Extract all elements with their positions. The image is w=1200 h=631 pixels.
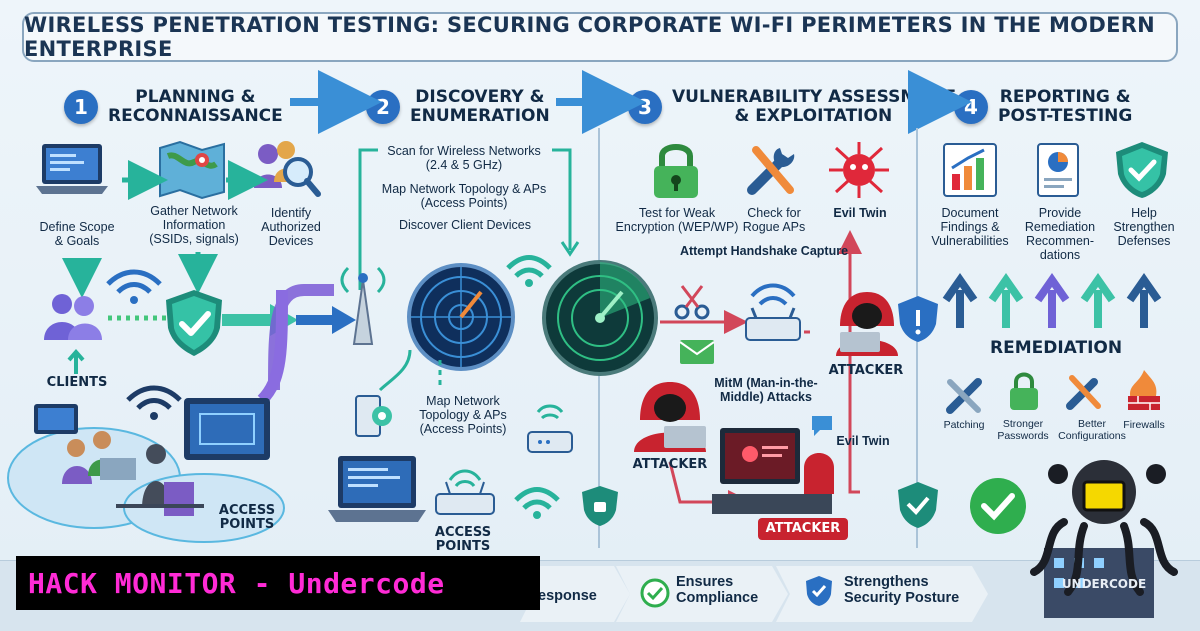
benefit-response-label: esponse [538,588,597,604]
patching-icon [946,378,982,414]
configs-label: Better Configurations [1058,418,1126,442]
handshake-label: Attempt Handshake Capture [679,244,849,258]
page-title: WIRELESS PENETRATION TESTING: SECURING C… [24,13,1156,61]
phase-2-header: 2 DISCOVERY & ENUMERATION [366,88,550,126]
document-findings-label: Document Findings & Vulnerabilities [931,206,1009,248]
people-search-icon [254,141,321,197]
attacker-badge [758,518,848,540]
hacker-icon-2 [634,382,706,452]
mitm-label: MitM (Man-in-the- Middle) Attacks [714,376,818,404]
document-icon [1037,143,1079,197]
envelope-icon [679,340,715,364]
hacker-icon [836,292,898,356]
firewalls-label: Firewalls [1123,419,1165,431]
attack-workstation [712,428,834,514]
router-icon [435,469,495,515]
access-points-2-label: ACCESS POINTS [434,525,492,554]
message-icon [812,416,832,436]
patching-label: Patching [943,419,985,431]
firewall-icon [1128,370,1160,410]
phase2-lower-connectors [378,349,442,392]
map-topology-2-label: Map Network Topology & APs (Access Point… [419,394,507,436]
remediation-title: REMEDIATION [990,338,1123,358]
phase-1-header: 1 PLANNING & RECONNAISSANCE [64,88,283,126]
evil-twin-2-label: Evil Twin [836,434,890,448]
gather-info-label: Gather Network Information (SSIDs, signa… [149,204,239,246]
lock-icon-2 [1010,372,1038,410]
clients-label: CLIENTS [46,375,108,390]
wifi-icon-2 [126,385,182,420]
shield-check-icon-2 [1116,142,1168,198]
router-icon-small [527,404,573,453]
map-topology-label: Map Network Topology & APs (Access Point… [381,182,547,210]
office-scene [7,398,285,543]
scissors-icon [674,285,710,320]
rogue-aps-label: Check for Rogue APs [742,206,806,234]
phase-1-title: PLANNING & RECONNAISSANCE [108,87,283,126]
virus-icon [829,142,889,198]
phase4-up-arrows [942,273,1162,328]
shield-check-icon-3 [806,576,832,606]
phase-2-title: DISCOVERY & ENUMERATION [410,87,550,126]
users-icon [44,294,102,340]
banner-text: HACK MONITOR - Undercode [28,566,445,600]
attacker-3-label: ATTACKER [765,521,841,536]
access-points-label: ACCESS POINTS [218,503,276,532]
shield-icon-phase4 [898,482,938,528]
strengthen-label: Help Strengthen Defenses [1113,206,1175,248]
tools-icon [747,146,795,195]
chart-icon [943,143,997,197]
map-icon [159,140,225,200]
hack-monitor-banner: HACK MONITOR - Undercode [16,556,540,610]
radar-icon [407,263,515,371]
passwords-label: Stronger Passwords [997,418,1049,442]
attacker-2-label: ATTACKER [632,457,708,472]
shield-icon-phase3 [898,296,938,342]
remediation-recs-label: Provide Remediation Recommen- dations [1024,206,1096,262]
identify-devices-label: Identify Authorized Devices [261,206,321,248]
attacker-1-label: ATTACKER [828,363,904,378]
laptop-icon [36,144,108,194]
shield-icon-small [582,486,618,526]
phase2-bracket [358,148,580,290]
evil-twin-label: Evil Twin [833,206,887,220]
antenna-icon [340,266,386,345]
scan-label: Scan for Wireless Networks (2.4 & 5 GHz) [387,144,541,172]
clients-arrow [67,348,85,374]
logo-text: UNDERCODE [1062,577,1146,591]
wifi-icon-3 [506,255,552,287]
shield-check-icon [166,290,222,356]
title-bar: WIRELESS PENETRATION TESTING: SECURING C… [22,12,1178,62]
define-scope-label: Define Scope & Goals [39,220,115,248]
laptop-icon-2 [328,456,426,522]
purple-curve [257,289,288,405]
router-icon-3 [745,283,801,341]
devices-icon [355,395,392,437]
tools-icon-2 [1066,375,1101,410]
test-encryption-label: Test for Weak Encryption (WEP/WP) [615,206,739,234]
benefit-compliance-label: Ensures Compliance [676,574,759,606]
undercode-logo: UNDERCODE [1030,460,1178,618]
phase-1-number: 1 [64,90,98,124]
wifi-icon [106,269,162,304]
dotted-connector [108,315,168,321]
phase1-connectors [62,160,268,298]
lock-icon [654,144,698,198]
phase-4-title: REPORTING & POST-TESTING [998,87,1133,126]
header-arrows [290,70,972,134]
discover-clients-label: Discover Client Devices [399,218,531,232]
blue-arrow-to-antenna [296,306,356,334]
wifi-icon-4 [514,487,560,519]
radar-icon-green [542,260,658,376]
benefit-security-label: Strengthens Security Posture [844,574,960,606]
check-circle-icon-2 [640,578,670,608]
check-circle-icon [970,478,1026,534]
